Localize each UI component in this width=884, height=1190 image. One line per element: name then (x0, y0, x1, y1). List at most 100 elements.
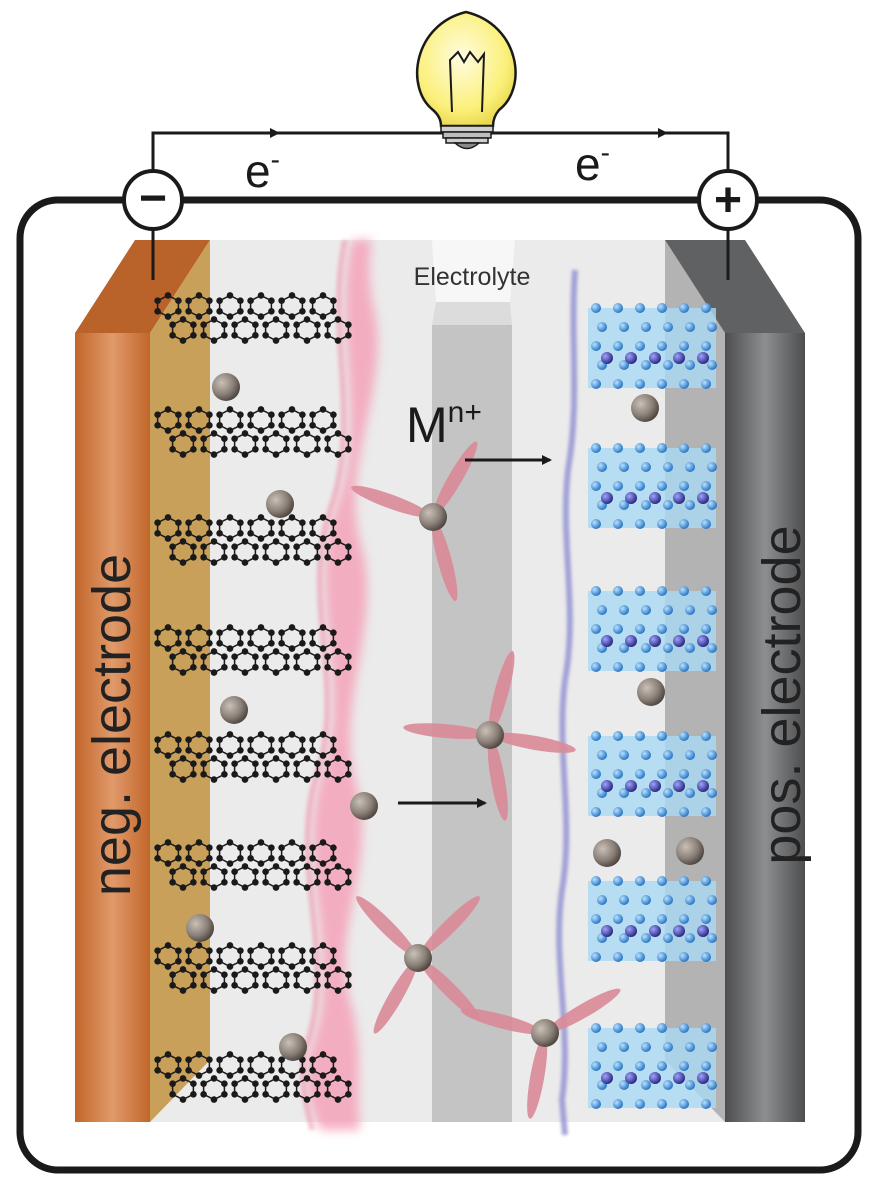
cathode-atom (613, 519, 623, 529)
carbon-atom (319, 535, 327, 542)
carbon-atom (283, 321, 290, 329)
carbon-atom (309, 854, 316, 862)
carbon-atom (247, 629, 254, 637)
carbon-atom (154, 1066, 161, 1074)
carbon-atom (231, 1080, 238, 1088)
carbon-atom (262, 1090, 269, 1098)
cathode-atom (657, 443, 667, 453)
carbon-atom (154, 307, 161, 315)
carbon-atom (190, 543, 197, 551)
carbon-atom (195, 624, 203, 631)
carbon-atom (272, 884, 280, 891)
carbon-atom (252, 971, 259, 979)
carbon-atom (175, 307, 182, 315)
carbon-atom (293, 331, 300, 339)
carbon-atom (195, 427, 203, 434)
carbon-atom (185, 411, 192, 419)
transition-metal-atom (697, 492, 709, 504)
carbon-atom (200, 321, 207, 329)
carbon-atom (164, 1051, 172, 1058)
solvent-molecule (487, 737, 508, 821)
carbon-atom (345, 331, 352, 339)
solvated-ion (460, 988, 621, 1119)
carbon-atom (231, 543, 238, 551)
carbon-atom (303, 430, 311, 437)
carbon-atom (314, 971, 321, 979)
cathode-atom (685, 895, 695, 905)
carbon-atom (345, 760, 352, 768)
carbon-atom (268, 529, 275, 537)
carbon-atom (241, 316, 249, 323)
carbon-atom (164, 645, 172, 652)
graphite-layer (154, 731, 352, 783)
cathode-atom (685, 462, 695, 472)
carbon-atom (252, 663, 259, 671)
cathode-atom (619, 1080, 629, 1090)
cathode-atom (641, 322, 651, 332)
carbon-atom (345, 543, 352, 551)
carbon-atom (262, 331, 269, 339)
carbon-atom (179, 337, 187, 344)
carbon-atom (237, 411, 244, 419)
carbon-atom (154, 529, 161, 537)
carbon-atom (210, 884, 218, 891)
carbon-atom (252, 553, 259, 561)
carbon-atom (175, 1056, 182, 1064)
carbon-atom (185, 297, 192, 305)
cathode-atom (657, 1023, 667, 1033)
carbon-atom (303, 316, 311, 323)
carbon-atom (252, 1080, 259, 1088)
carbon-atom (272, 755, 280, 762)
cathode-atom (591, 624, 601, 634)
carbon-atom (185, 1056, 192, 1064)
carbon-atom (334, 1075, 342, 1082)
carbon-atom (272, 987, 280, 994)
carbon-atom (314, 760, 321, 768)
carbon-atom (154, 957, 161, 965)
carbon-atom (226, 427, 234, 434)
cathode-atom (701, 303, 711, 313)
carbon-atom (221, 878, 228, 886)
solvent-molecule (431, 519, 458, 602)
cathode-atom (613, 1099, 623, 1109)
cathode-atom (591, 662, 601, 672)
carbon-atom (330, 844, 337, 852)
carbon-atom (154, 519, 161, 527)
carbon-atom (154, 411, 161, 419)
graphite-anode-layers (154, 292, 352, 1103)
carbon-atom (252, 435, 259, 443)
carbon-atom (164, 406, 172, 413)
carbon-atom (231, 1090, 238, 1098)
carbon-atom (164, 514, 172, 521)
carbon-atom (309, 411, 316, 419)
carbon-atom (185, 307, 192, 315)
carbon-atom (319, 624, 327, 631)
carbon-atom (299, 736, 306, 744)
carbon-atom (334, 776, 342, 783)
solvent-molecule (527, 1035, 548, 1119)
carbon-atom (200, 971, 207, 979)
carbon-atom (210, 430, 218, 437)
carbon-atom (252, 770, 259, 778)
carbon-atom (272, 451, 280, 458)
carbon-atom (278, 957, 285, 965)
carbon-atom (257, 942, 265, 949)
carbon-atom (154, 629, 161, 637)
carbon-atom (169, 1080, 176, 1088)
carbon-atom (221, 435, 228, 443)
transition-metal-atom (625, 925, 637, 937)
cathode-atom (613, 303, 623, 313)
carbon-atom (247, 1056, 254, 1064)
carbon-atom (231, 868, 238, 876)
carbon-atom (231, 663, 238, 671)
carbon-atom (334, 1096, 342, 1103)
carbon-atom (237, 297, 244, 305)
cathode-atom (701, 519, 711, 529)
carbon-atom (288, 860, 296, 867)
carbon-atom (299, 746, 306, 754)
carbon-atom (190, 868, 197, 876)
carbon-atom (247, 421, 254, 429)
carbon-atom (293, 971, 300, 979)
carbon-atom (278, 421, 285, 429)
